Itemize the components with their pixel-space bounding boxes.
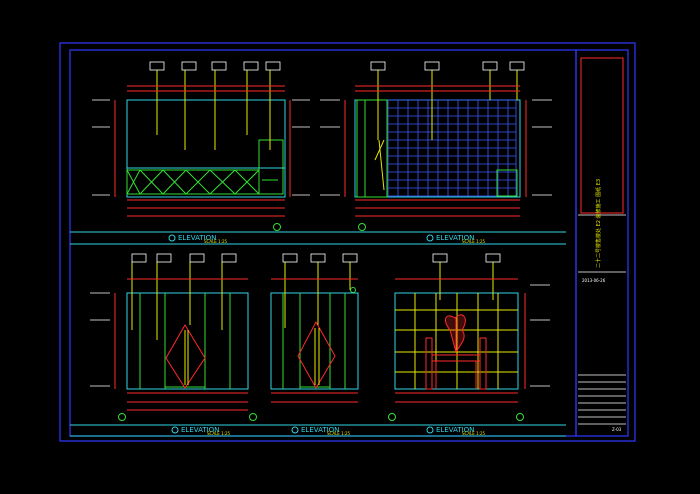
caption-2-title: ELEVATION — [436, 234, 474, 242]
title-block-vertical-text: 二十二号楼售楼处 E2 装修施工 图纸 E3 — [595, 179, 602, 268]
caption-2-scale: SCALE 1:25 — [462, 239, 486, 244]
title-block-frame — [575, 49, 629, 437]
row-separator-top — [70, 231, 566, 245]
caption-3-scale: SCALE 1:25 — [207, 431, 231, 436]
tile-grid — [387, 99, 517, 197]
caption-4-title: ELEVATION — [301, 426, 339, 434]
caption-5: ELEVATION SCALE 1:25 — [426, 426, 486, 436]
caption-5-title: ELEVATION — [436, 426, 474, 434]
title-block-code: Z-03 — [612, 427, 622, 432]
caption-1-title: ELEVATION — [178, 234, 216, 242]
elevation-3 — [90, 253, 257, 421]
caption-4-scale: SCALE 1:25 — [327, 431, 351, 436]
caption-3-title: ELEVATION — [181, 426, 219, 434]
elevation-1 — [92, 61, 310, 231]
caption-2: ELEVATION SCALE 1:25 — [426, 234, 486, 244]
elevation-4 — [270, 253, 359, 403]
title-block-date: 2013-06-26 — [582, 278, 606, 283]
caption-1: ELEVATION SCALE 1:25 — [168, 234, 228, 244]
title-block: 二十二号楼售楼处 E2 装修施工 图纸 E3 2013-06-26 Z-03 — [578, 57, 626, 432]
ornament — [444, 314, 466, 354]
sheet-outer-frame — [59, 42, 636, 442]
row-separator-bottom — [70, 424, 566, 437]
caption-5-scale: SCALE 1:25 — [462, 431, 486, 436]
caption-1-scale: SCALE 1:25 — [204, 239, 228, 244]
caption-3: ELEVATION SCALE 1:25 — [171, 426, 231, 436]
elevation-2 — [320, 61, 552, 231]
elevation-5 — [388, 253, 550, 421]
console-table — [425, 337, 487, 390]
caption-4: ELEVATION SCALE 1:25 — [291, 426, 351, 436]
